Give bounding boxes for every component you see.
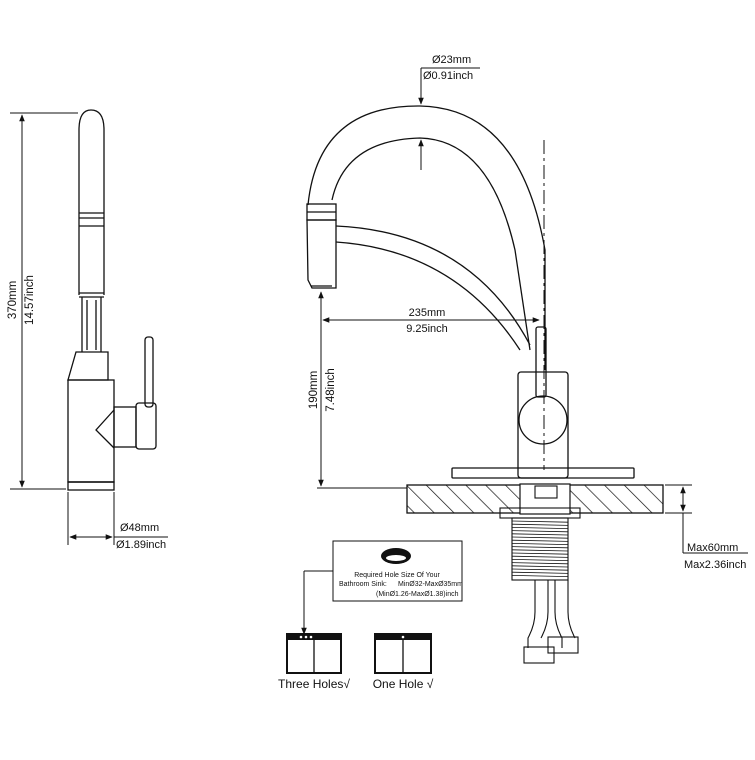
thread-line bbox=[511, 571, 569, 574]
front-body bbox=[517, 371, 569, 479]
spout-diameter-mm-label: Ø23mm bbox=[432, 54, 471, 66]
hose-nut-left bbox=[523, 646, 555, 664]
base-diameter-inch-label: Ø1.89inch bbox=[116, 539, 166, 551]
hose-right bbox=[554, 580, 563, 648]
deck-plate bbox=[451, 467, 635, 479]
side-handle-mount bbox=[113, 406, 137, 448]
thread-line bbox=[511, 533, 569, 536]
height-dimension: 370mm 14.57inch bbox=[7, 112, 78, 490]
sink-one-hole: One Hole √ bbox=[373, 633, 434, 691]
reach-dimension: 235mm 9.25inch bbox=[320, 140, 545, 470]
hole-note-line1: Required Hole Size Of Your bbox=[354, 572, 440, 579]
height-mm-label: 370mm bbox=[7, 281, 19, 319]
thread-line bbox=[511, 536, 569, 539]
thread-line bbox=[511, 523, 569, 526]
thread-line bbox=[511, 562, 569, 565]
hole-size-note: Required Hole Size Of Your Bathroom Sink… bbox=[301, 540, 463, 635]
thread-line bbox=[511, 575, 569, 577]
hose-left bbox=[527, 580, 536, 648]
front-spray-head bbox=[306, 219, 337, 289]
thread-line bbox=[511, 543, 569, 545]
mounting-shank bbox=[499, 485, 581, 664]
front-view-faucet bbox=[306, 105, 635, 479]
thread-line bbox=[511, 527, 569, 529]
one-hole-label: One Hole √ bbox=[373, 677, 434, 691]
base-diameter-dimension: Ø48mm Ø1.89inch bbox=[67, 492, 168, 551]
spout-height-inch-label: 7.48inch bbox=[325, 368, 337, 411]
hole-note-line2: Bathroom Sink: bbox=[339, 581, 387, 588]
base-diameter-mm-label: Ø48mm bbox=[120, 522, 159, 534]
countertop-section bbox=[317, 483, 664, 515]
height-inch-label: 14.57inch bbox=[24, 275, 36, 325]
deck-thickness-dimension: Max60mm Max2.36inch bbox=[665, 484, 748, 571]
gooseneck-inner bbox=[331, 137, 531, 351]
side-body bbox=[67, 379, 115, 483]
thread-line bbox=[511, 552, 569, 555]
spout-height-mm-label: 190mm bbox=[308, 371, 320, 409]
sink-three-holes: Three Holes√ bbox=[278, 633, 350, 691]
gooseneck-outer bbox=[307, 105, 546, 370]
thread-line bbox=[511, 565, 569, 568]
thread-line bbox=[511, 559, 569, 561]
thread-line bbox=[511, 549, 569, 552]
reach-inch-label: 9.25inch bbox=[406, 323, 448, 335]
front-handle-knob bbox=[518, 395, 568, 445]
front-handle-lever bbox=[535, 326, 547, 398]
deck-thickness-inch-label: Max2.36inch bbox=[684, 559, 746, 571]
three-holes-label: Three Holes√ bbox=[278, 677, 350, 691]
spout-height-dimension: 190mm 7.48inch bbox=[308, 291, 337, 487]
thread-line bbox=[511, 539, 569, 542]
thread-line bbox=[511, 546, 569, 549]
thread-line bbox=[511, 530, 569, 533]
deck-thickness-mm-label: Max60mm bbox=[687, 542, 738, 554]
thread-line bbox=[511, 520, 569, 523]
spout-diameter-inch-label: Ø0.91inch bbox=[423, 70, 473, 82]
hole-note-line2-values: MinØ32-MaxØ35mm bbox=[398, 581, 463, 588]
threaded-shank bbox=[511, 517, 569, 581]
hose-nut-right bbox=[547, 636, 579, 654]
side-view-faucet bbox=[67, 109, 157, 491]
thread-line bbox=[511, 555, 569, 558]
spout-diameter-dimension: Ø23mm Ø0.91inch bbox=[418, 54, 480, 170]
side-handle-lever bbox=[144, 336, 154, 408]
side-spray-head bbox=[78, 109, 105, 295]
thread-line bbox=[511, 568, 569, 571]
side-neck bbox=[81, 297, 102, 352]
reach-mm-label: 235mm bbox=[409, 307, 446, 319]
hole-note-line3: (MinØ1.26-MaxØ1.38)inch bbox=[376, 591, 459, 598]
